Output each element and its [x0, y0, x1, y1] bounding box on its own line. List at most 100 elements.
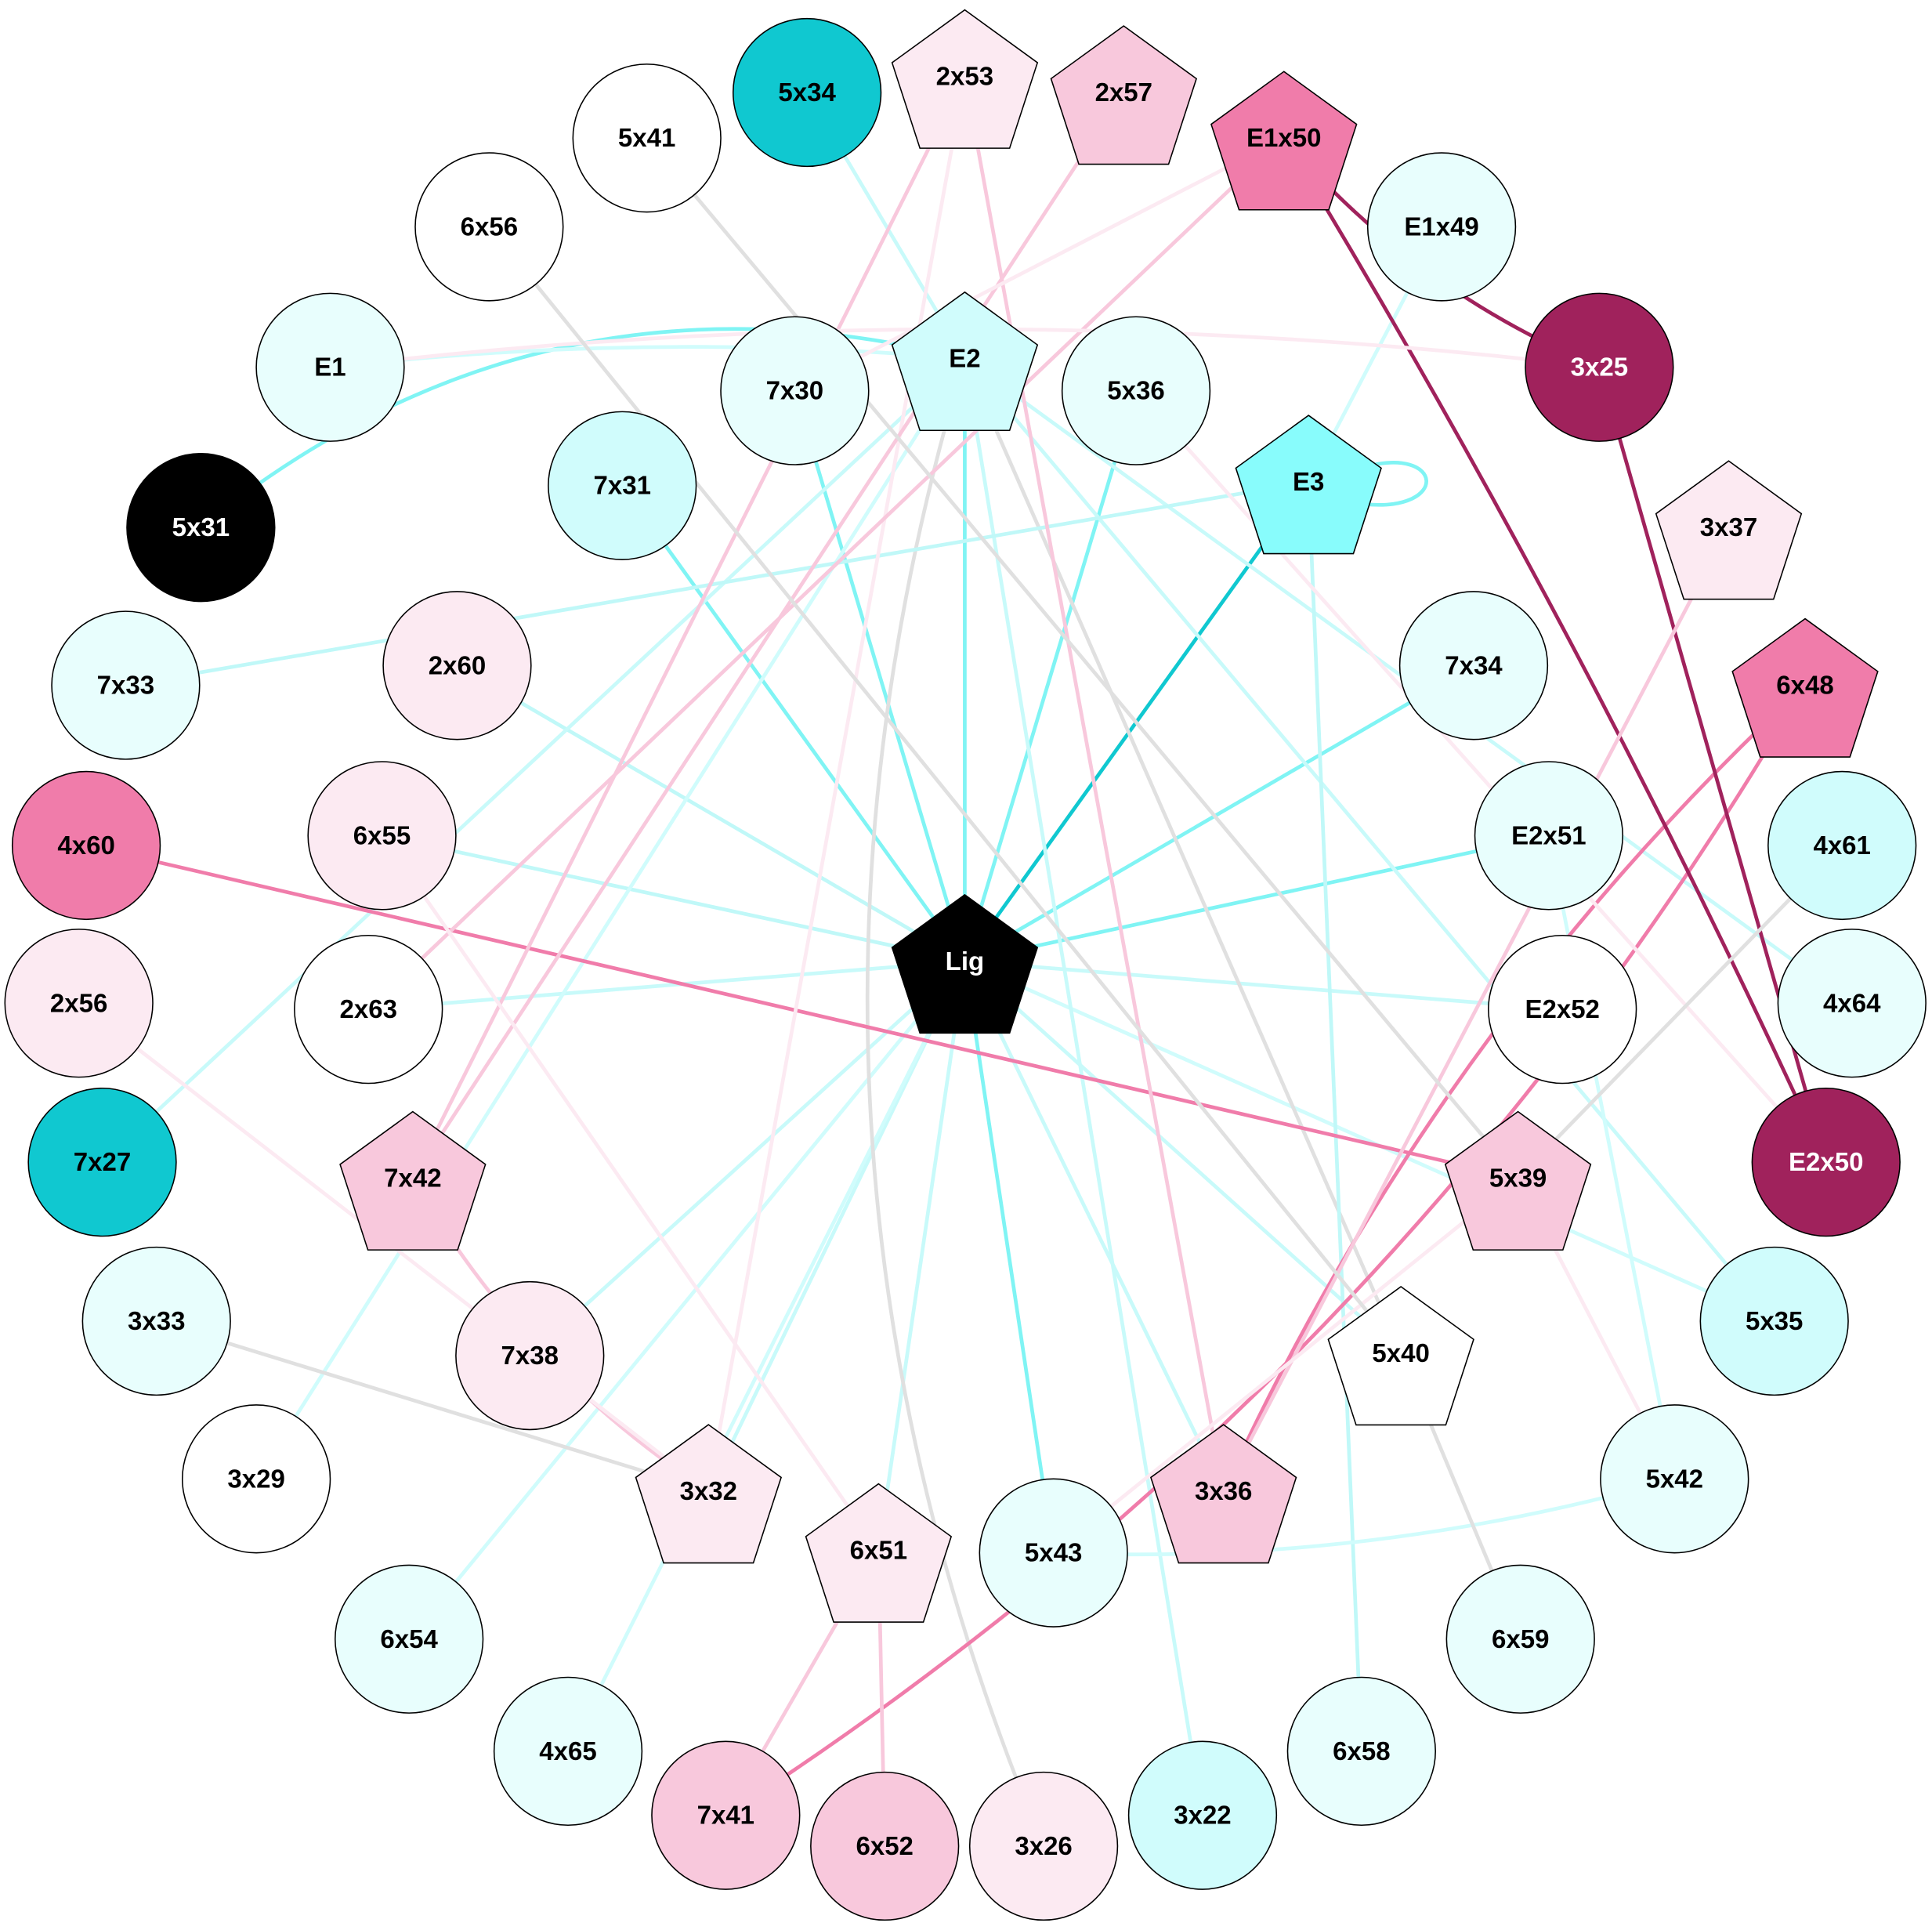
node-5x31[interactable]: 5x31: [126, 453, 276, 603]
node-label: 3x36: [1195, 1476, 1252, 1505]
node-label: E1: [314, 353, 346, 382]
node-2x53[interactable]: 2x53: [891, 9, 1039, 149]
node-3x22[interactable]: 3x22: [1127, 1740, 1278, 1890]
node-3x32[interactable]: 3x32: [635, 1424, 783, 1564]
edge-Lig-5x36: [963, 389, 1138, 962]
node-6x59[interactable]: 6x59: [1445, 1564, 1595, 1714]
node-2x63[interactable]: 2x63: [294, 934, 443, 1084]
pentagon-shape: [1731, 617, 1879, 758]
node-3x33[interactable]: 3x33: [81, 1246, 231, 1396]
circle-shape: [1061, 316, 1211, 465]
edge-Lig-7x34: [964, 664, 1475, 963]
node-label: 4x64: [1823, 988, 1881, 1017]
node-E2x52[interactable]: E2x52: [1488, 934, 1637, 1084]
node-6x54[interactable]: 6x54: [334, 1564, 484, 1714]
node-6x51[interactable]: 6x51: [805, 1483, 953, 1623]
node-6x58[interactable]: 6x58: [1286, 1676, 1436, 1827]
node-label: 7x42: [384, 1164, 441, 1193]
edge-E2-3x29: [255, 357, 967, 1480]
node-label: 7x33: [97, 671, 154, 700]
node-E2[interactable]: E2: [891, 291, 1039, 432]
node-E2x51[interactable]: E2x51: [1474, 761, 1624, 911]
node-4x61[interactable]: 4x61: [1767, 770, 1917, 921]
node-6x56[interactable]: 6x56: [414, 152, 564, 302]
node-E1[interactable]: E1: [255, 292, 405, 442]
node-label: 6x59: [1492, 1624, 1549, 1653]
pentagon-shape: [1327, 1286, 1474, 1426]
node-7x33[interactable]: 7x33: [51, 610, 201, 760]
node-4x60[interactable]: 4x60: [11, 770, 161, 921]
node-label: 6x55: [353, 820, 411, 849]
node-3x26[interactable]: 3x26: [968, 1771, 1119, 1921]
node-4x64[interactable]: 4x64: [1777, 929, 1927, 1078]
node-6x55[interactable]: 6x55: [307, 761, 457, 911]
circle-shape: [732, 17, 882, 168]
edge-Lig-6x54: [407, 960, 967, 1641]
node-2x56[interactable]: 2x56: [4, 929, 154, 1078]
node-E2x50[interactable]: E2x50: [1751, 1087, 1901, 1237]
node-label: 3x29: [227, 1464, 284, 1493]
node-5x42[interactable]: 5x42: [1600, 1404, 1749, 1554]
node-label: 3x37: [1700, 512, 1757, 541]
node-6x48[interactable]: 6x48: [1731, 617, 1879, 758]
node-7x31[interactable]: 7x31: [548, 411, 697, 560]
node-E3[interactable]: E3: [1235, 415, 1382, 555]
circle-shape: [1751, 1087, 1901, 1237]
node-5x35[interactable]: 5x35: [1699, 1246, 1849, 1396]
pentagon-shape: [891, 9, 1039, 149]
node-5x36[interactable]: 5x36: [1061, 316, 1211, 465]
edge-Lig-2x60: [456, 664, 966, 963]
node-Lig[interactable]: Lig: [891, 893, 1039, 1034]
node-label: 6x51: [850, 1536, 907, 1565]
edge-2x57-7x42: [411, 91, 1126, 1179]
node-3x36[interactable]: 3x36: [1149, 1424, 1297, 1564]
node-7x30[interactable]: 7x30: [720, 316, 870, 465]
node-label: 7x30: [766, 376, 823, 405]
node-2x60[interactable]: 2x60: [382, 591, 532, 740]
edge-Lig-2x63: [368, 959, 965, 1012]
node-label: 7x31: [593, 471, 650, 500]
circle-shape: [1127, 1740, 1278, 1890]
node-5x40[interactable]: 5x40: [1327, 1286, 1474, 1426]
edge-Lig-7x38: [528, 960, 967, 1357]
circle-shape: [968, 1771, 1119, 1921]
node-label: 6x48: [1776, 671, 1833, 700]
node-label: Lig: [946, 947, 985, 976]
node-E1x50[interactable]: E1x50: [1210, 71, 1358, 211]
node-7x34[interactable]: 7x34: [1398, 591, 1549, 740]
edge-E2-5x35: [963, 357, 1776, 1323]
node-7x41[interactable]: 7x41: [651, 1740, 801, 1890]
node-label: E2x51: [1511, 820, 1586, 849]
node-3x29[interactable]: 3x29: [181, 1404, 331, 1554]
node-E1x49[interactable]: E1x49: [1366, 152, 1517, 302]
circle-shape: [1286, 1676, 1436, 1827]
node-3x37[interactable]: 3x37: [1655, 460, 1803, 600]
node-7x42[interactable]: 7x42: [339, 1110, 487, 1251]
circle-shape: [455, 1280, 605, 1431]
node-label: 7x27: [74, 1147, 131, 1176]
circle-shape: [27, 1087, 177, 1237]
node-5x41[interactable]: 5x41: [572, 63, 722, 213]
node-5x43[interactable]: 5x43: [979, 1478, 1128, 1628]
circle-shape: [11, 770, 161, 921]
edge-6x48-7x41: [725, 684, 1807, 1817]
node-7x27[interactable]: 7x27: [27, 1087, 177, 1237]
node-3x25[interactable]: 3x25: [1525, 292, 1674, 442]
node-label: 2x53: [936, 62, 993, 91]
circle-shape: [1488, 934, 1637, 1084]
node-label: 3x33: [128, 1306, 185, 1335]
circle-shape: [81, 1246, 231, 1396]
node-5x39[interactable]: 5x39: [1444, 1110, 1592, 1251]
circle-shape: [414, 152, 564, 302]
node-7x38[interactable]: 7x38: [455, 1280, 605, 1431]
edge-3x33-3x32: [156, 1319, 709, 1494]
node-2x57[interactable]: 2x57: [1050, 25, 1198, 165]
edge-E2x51-5x42: [1547, 835, 1677, 1479]
node-4x65[interactable]: 4x65: [493, 1676, 643, 1827]
node-6x52[interactable]: 6x52: [810, 1771, 960, 1921]
circle-shape: [1474, 761, 1624, 911]
node-5x34[interactable]: 5x34: [732, 17, 882, 168]
pentagon-shape: [891, 893, 1039, 1034]
